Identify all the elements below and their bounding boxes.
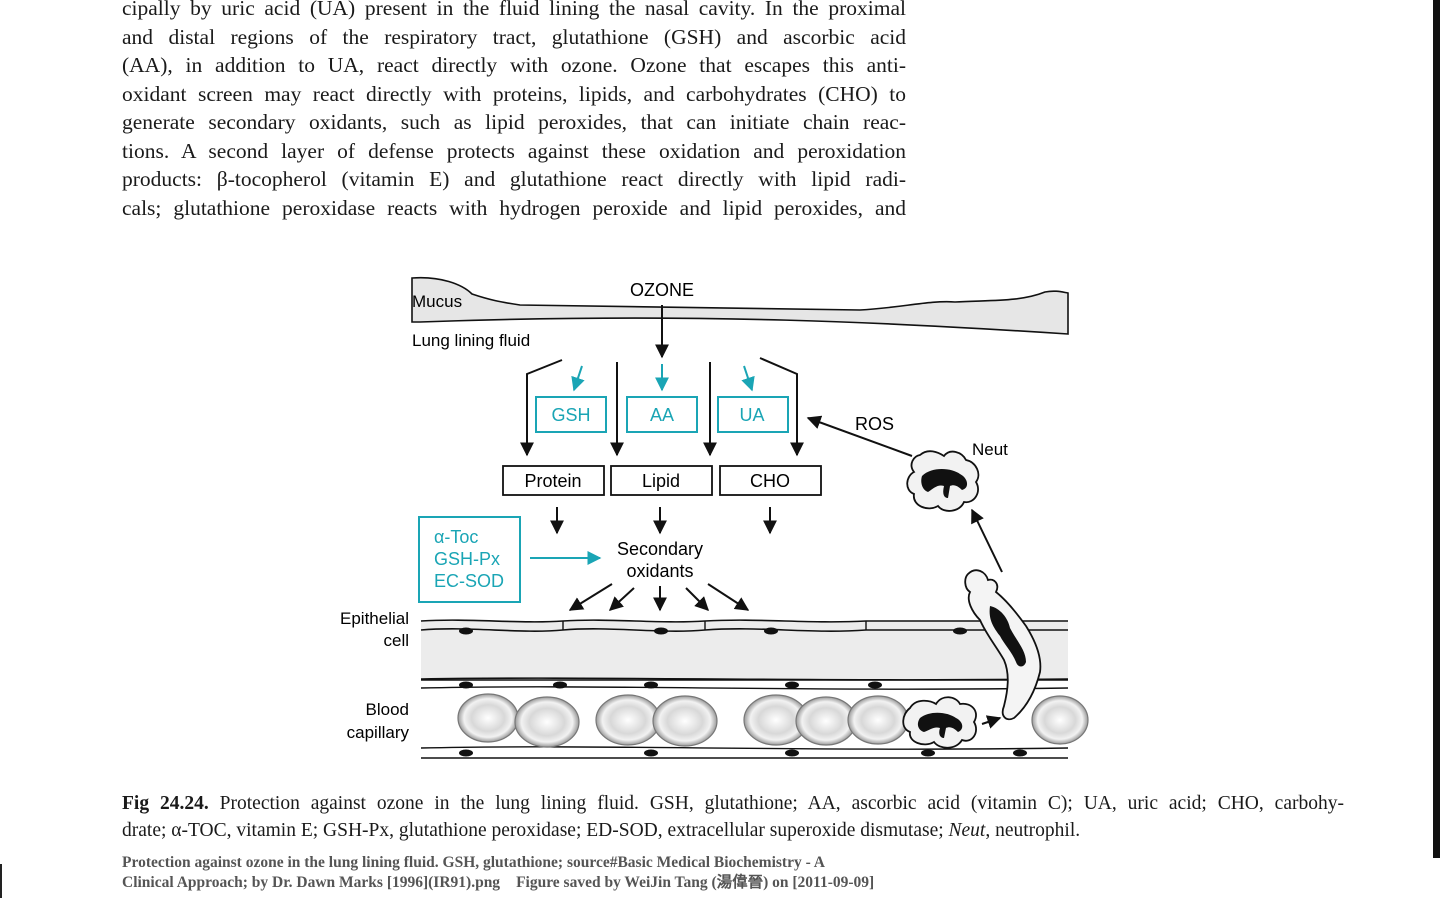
oxidant-arrow [685, 587, 709, 611]
cho-label: CHO [750, 471, 790, 491]
source-note: Protection against ozone in the lung lin… [122, 853, 874, 892]
gshpx-label: GSH-Px [434, 549, 500, 569]
arrow-to-ua [741, 365, 755, 392]
protein-label: Protein [524, 471, 581, 491]
ros-label: ROS [855, 414, 894, 434]
cell-label: cell [383, 631, 409, 650]
body-line: products: β-tocopherol (vitamin E) and g… [122, 167, 906, 191]
body-line: cals; glutathione peroxidase reacts with… [122, 195, 906, 220]
neutrophil-migrating [964, 569, 1042, 721]
ros-arrow [806, 415, 913, 457]
source-note-citation: Clinical Approach; by Dr. Dawn Marks [19… [122, 873, 501, 891]
ozone-defense-figure: Mucus OZONE Lung lining fluid GSH AA UA … [340, 276, 1089, 759]
red-blood-cell [847, 695, 909, 745]
lipid-box [610, 465, 713, 496]
neutrophil-capillary [902, 696, 977, 749]
cho-box [719, 465, 822, 496]
neutrophil-migration-arrow [971, 508, 1003, 573]
caption-text: , neutrophil. [985, 820, 1081, 841]
body-line: (AA), in addition to UA, react directly … [122, 53, 906, 77]
lipid-label: Lipid [642, 471, 680, 491]
gsh-box [535, 396, 607, 433]
aa-box [626, 396, 698, 433]
protein-box [502, 465, 605, 496]
body-line: and distal regions of the respiratory tr… [122, 24, 906, 49]
ozone-label: OZONE [630, 280, 694, 300]
mucus-label: Mucus [412, 292, 462, 311]
red-blood-cell [595, 694, 661, 746]
mucus-layer [411, 276, 1069, 335]
epithelial-label: Epithelial [340, 609, 409, 628]
caption-label: Fig 24.24. [122, 793, 209, 814]
caption-line: drate; α-TOC, vitamin E; GSH-Px, glutath… [122, 817, 1344, 844]
ua-label: UA [739, 405, 764, 425]
red-blood-cell [652, 695, 718, 747]
epithelial-cell-layer [420, 619, 1069, 681]
body-line: cipally by uric acid (UA) present in the… [122, 0, 906, 20]
red-blood-cell [795, 696, 857, 746]
figure-caption: Fig 24.24. Protection against ozone in t… [122, 790, 1344, 844]
bracket-arrow-right [759, 357, 804, 457]
ecsod-label: EC-SOD [434, 571, 504, 591]
text-cursor-mark [0, 864, 2, 898]
blood-label: Blood [366, 700, 409, 719]
source-note-line: Clinical Approach; by Dr. Dawn Marks [19… [122, 873, 874, 893]
neut-label: Neut [972, 440, 1008, 459]
caption-text: drate; α-TOC, vitamin E; GSH-Px, glutath… [122, 820, 949, 841]
caption-line: Fig 24.24. Protection against ozone in t… [122, 790, 1344, 817]
second-defense-box [418, 516, 521, 603]
body-line: generate secondary oxidants, such as lip… [122, 110, 906, 134]
ua-box [717, 396, 789, 433]
body-line: tions. A second layer of defense protect… [122, 138, 906, 163]
source-note-saved: Figure saved by WeiJin Tang (湯偉晉) on [20… [516, 873, 875, 891]
aa-label: AA [650, 405, 674, 425]
body-paragraph: cipally by uric acid (UA) present in the… [122, 0, 906, 222]
capillary-label: capillary [347, 723, 410, 742]
lung-lining-fluid-label: Lung lining fluid [412, 331, 530, 350]
red-blood-cell [514, 696, 580, 748]
body-line: oxidant screen may react directly with p… [122, 81, 906, 106]
caption-neut: Neut [948, 820, 986, 841]
bracket-arrow-left [520, 359, 563, 457]
oxidant-arrow [608, 587, 635, 611]
window-edge-bar [1433, 0, 1440, 858]
gsh-label: GSH [551, 405, 590, 425]
oxidant-arrow [568, 583, 613, 611]
arrow-to-gsh [571, 365, 585, 392]
blood-capillary [420, 679, 1089, 759]
red-blood-cell [457, 693, 519, 743]
red-blood-cell [1031, 695, 1089, 745]
caption-text: Protection against ozone in the lung lin… [208, 793, 1344, 814]
neutrophil-upper [906, 450, 980, 512]
source-note-line: Protection against ozone in the lung lin… [122, 854, 825, 871]
oxidant-arrow [707, 583, 750, 611]
neutrophil-to-migration-arrow [981, 715, 1002, 729]
atoc-label: α-Toc [434, 527, 478, 547]
oxidants-label: oxidants [626, 561, 693, 581]
secondary-label: Secondary [617, 539, 703, 559]
